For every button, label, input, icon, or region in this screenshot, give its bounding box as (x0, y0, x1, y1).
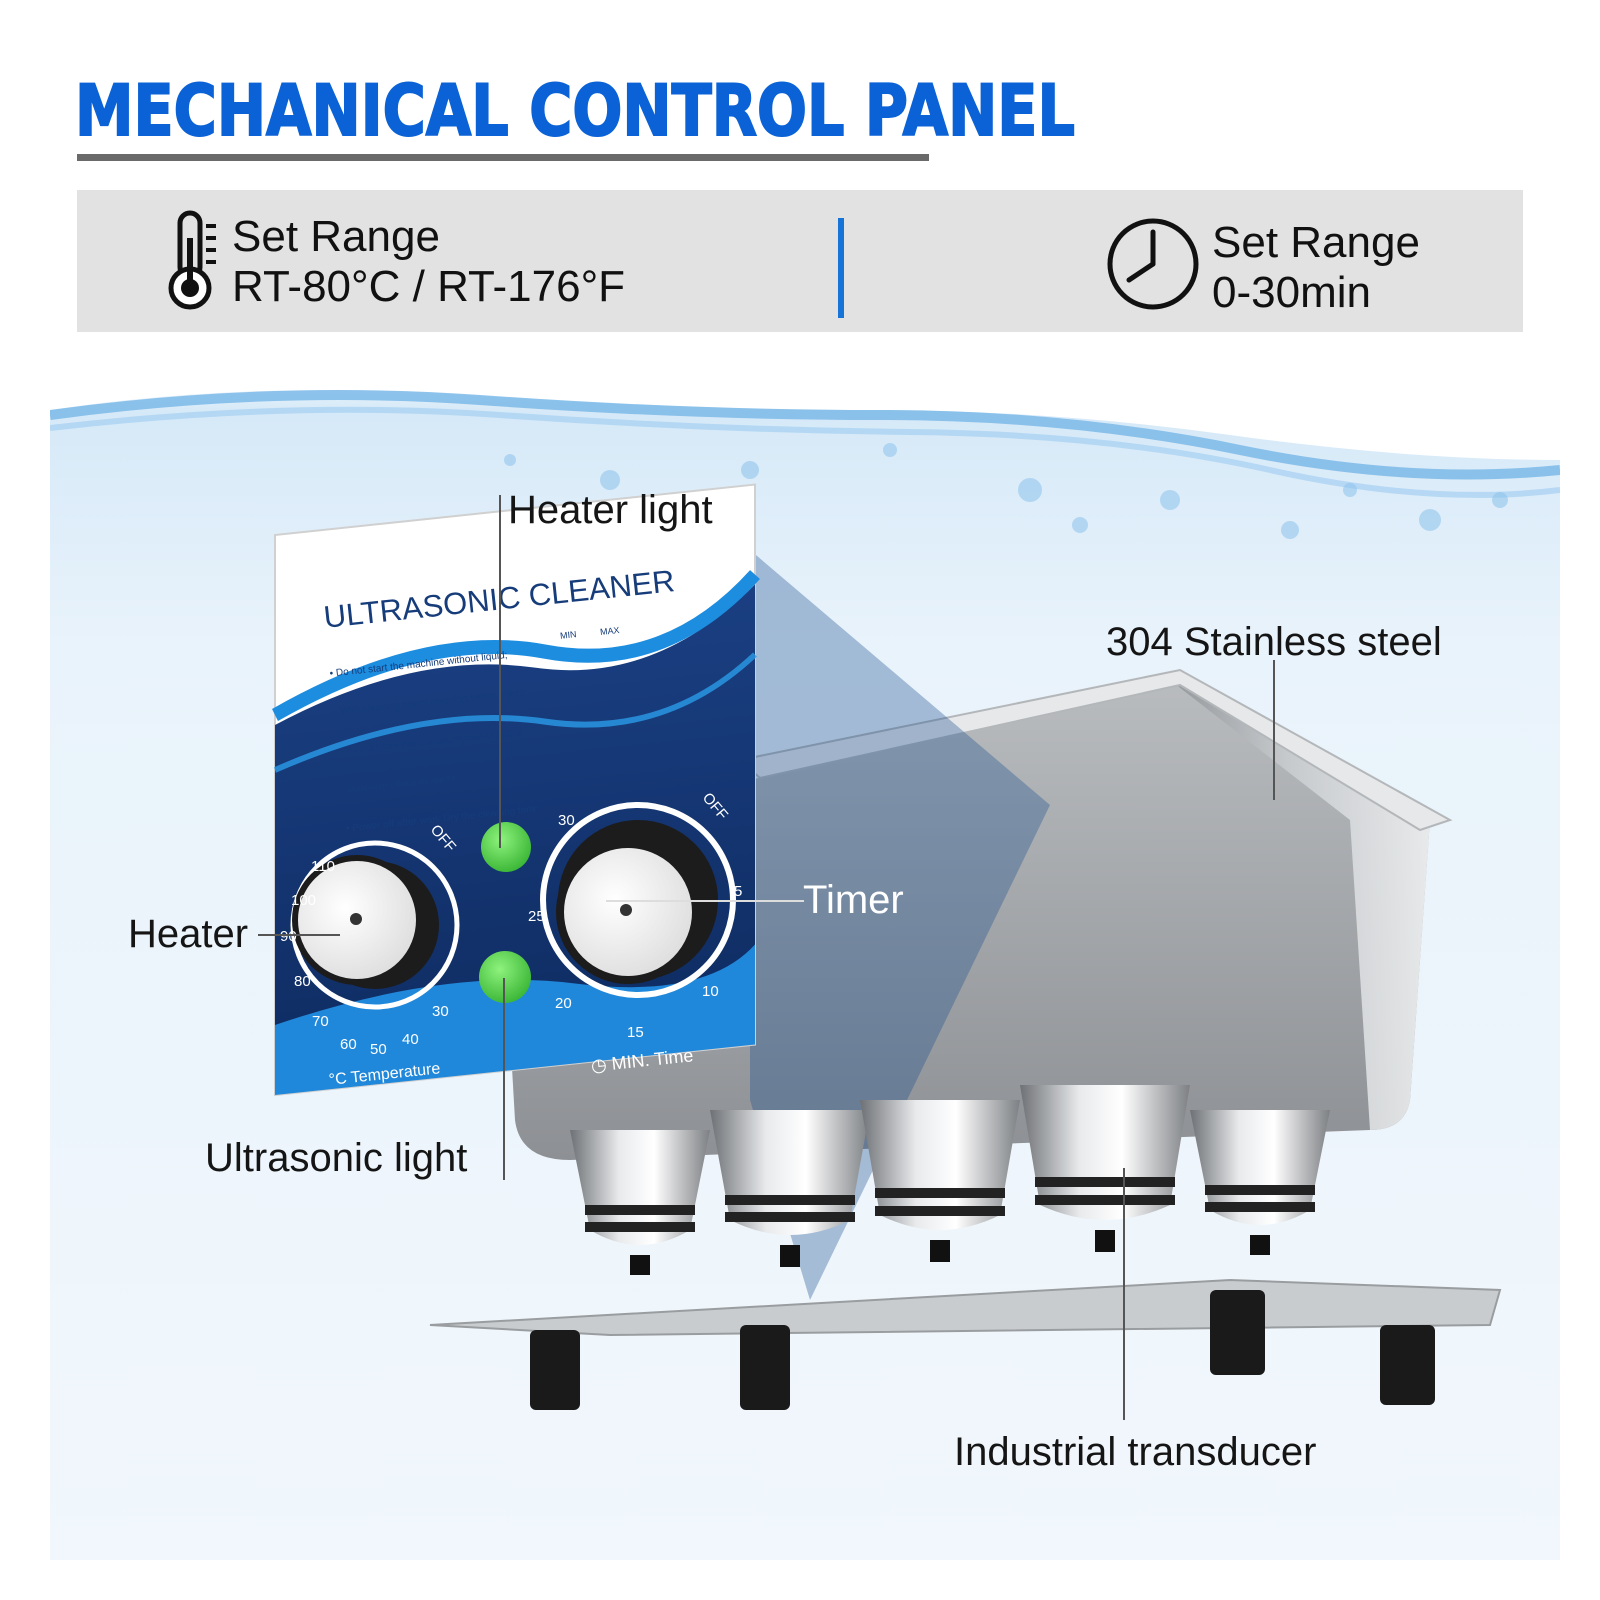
page-title: MECHANICAL CONTROL PANEL (74, 69, 1076, 153)
thermometer-icon (168, 210, 216, 310)
time-spec-value: 0-30min (1212, 268, 1371, 317)
ultrasonic-light-label: Ultrasonic light (205, 1136, 468, 1180)
heater-tick: 70 (312, 1013, 329, 1030)
timer-knob[interactable] (556, 840, 700, 984)
heater-knob-center (350, 913, 362, 925)
timer-tick: 20 (555, 995, 572, 1012)
spec-bar (77, 190, 1523, 332)
time-spec-label: Set Range (1212, 218, 1420, 267)
timer-knob-center (620, 904, 632, 916)
heater-light (481, 822, 531, 872)
timer-tick: 10 (702, 983, 719, 1000)
heater-light-label: Heater light (508, 488, 713, 532)
heater-tick: 110 (311, 858, 335, 875)
heater-tick: 100 (291, 892, 317, 909)
heater-knob[interactable] (292, 855, 422, 985)
timer-tick: 15 (627, 1024, 644, 1041)
heater-tick: 40 (402, 1031, 419, 1048)
spec-divider (838, 218, 844, 318)
timer-tick: 30 (558, 812, 575, 829)
heater-tick: 50 (370, 1041, 387, 1058)
temp-spec-value: RT-80°C / RT-176°F (232, 262, 626, 311)
timer-tick: 25 (528, 908, 545, 925)
timer-tick: 5 (734, 883, 743, 900)
stainless-steel-label: 304 Stainless steel (1106, 620, 1442, 664)
clock-icon (1107, 218, 1199, 310)
temp-spec-label: Set Range (232, 212, 440, 261)
timer-label: Timer (803, 878, 904, 922)
title-underline (77, 154, 929, 161)
heater-tick: 80 (294, 973, 311, 990)
heater-label: Heater (128, 912, 249, 956)
heater-tick: 90 (280, 928, 297, 945)
heater-tick: 30 (432, 1003, 449, 1020)
transducer-label: Industrial transducer (954, 1430, 1317, 1474)
heater-tick: 60 (340, 1036, 357, 1053)
